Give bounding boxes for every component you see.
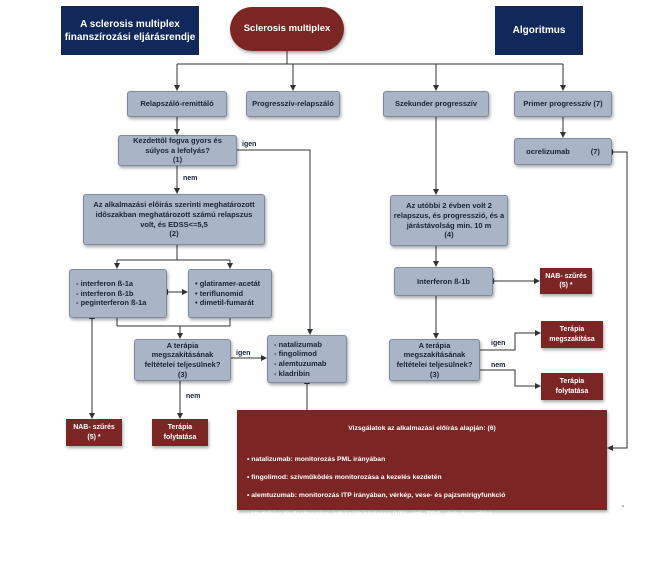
continue-therapy-right-text: Terápia folytatása <box>555 378 589 395</box>
label-nem-right: nem <box>491 362 506 369</box>
label-igen-left: igen <box>236 350 251 357</box>
exam-item: • ocrelizumab: infekciók (TBC, hepatitis… <box>247 529 534 546</box>
question-rapid-course: Kezdettől fogva gyors és súlyos a lefoly… <box>118 135 237 166</box>
exams-box: Vizsgálatok az alkalmazási előírás alapj… <box>237 410 607 576</box>
ocrelizumab-node: ocrelizumab (7) <box>514 138 612 165</box>
ocrelizumab-text: ocrelizumab (7) <box>526 146 600 156</box>
continue-therapy-left-text: Terápia folytatása <box>163 424 197 441</box>
exams-title: Vizsgálatok az alkalmazási előírás alapj… <box>348 425 496 433</box>
root-title: Sclerosis multiplex <box>243 22 331 34</box>
question-relapse-progression-text: Az utóbbi 2 évben volt 2 relapszus, és p… <box>393 201 505 240</box>
second-line-drugs: - natalizumab - fingolimod - alemtuzumab… <box>267 335 347 383</box>
question-stop-therapy-right: A terápia megszakításának feltételei tel… <box>389 339 480 381</box>
stop-therapy-text: Terápia megszakítása <box>549 326 595 343</box>
second-line-drugs-text: - natalizumab - fingolimod - alemtuzumab… <box>274 339 327 378</box>
label-igen-right: igen <box>491 340 506 347</box>
branch-progressive-relapsing: Progresszív-relapszáló <box>246 91 340 117</box>
corner-mark: " <box>622 506 625 512</box>
interferon-group: - interferon ß-1a - interferon ß-1b - pe… <box>69 269 167 318</box>
left-title: A sclerosis multiplex finanszírozási elj… <box>64 18 196 43</box>
branch-primary-progressive: Primer progresszív (7) <box>514 91 612 117</box>
question-stop-therapy-left: A terápia megszakításának feltételei tel… <box>134 339 231 381</box>
nab-screening-left-text: NAB- szűrés (5) * <box>73 424 115 441</box>
exam-item: • alemtuzumab: monitorozás ITP irányában… <box>247 492 506 500</box>
glatiramer-group-text: • glatiramer-acetát • teriflunomid • dim… <box>195 278 261 308</box>
stop-therapy-node: Terápia megszakítása <box>541 321 603 348</box>
branch-pp-label: Primer progresszív (7) <box>523 99 603 109</box>
exam-item: • fingolimod: szívműködés monitorozása a… <box>247 474 442 482</box>
branch-sp-label: Szekunder progresszív <box>394 99 478 109</box>
branch-relapsing-remitting: Relapszáló-remittáló <box>127 91 227 117</box>
question-stop-therapy-right-text: A terápia megszakításának feltételei tel… <box>396 340 473 379</box>
right-title: Algoritmus <box>512 25 566 36</box>
question-relapse-count-text: Az alkalmazási előírás szerinti meghatár… <box>93 200 255 239</box>
interferon-1b-node: Interferon ß-1b <box>394 267 493 296</box>
question-stop-therapy-left-text: A terápia megszakításának feltételei tel… <box>144 340 221 379</box>
left-title-box: A sclerosis multiplex finanszírozási elj… <box>61 6 199 55</box>
label-nem-q1: nem <box>183 175 198 182</box>
branch-rr-label: Relapszáló-remittáló <box>140 99 214 109</box>
question-rapid-course-text: Kezdettől fogva gyors és súlyos a lefoly… <box>133 135 222 165</box>
branch-secondary-progressive: Szekunder progresszív <box>383 91 489 117</box>
exam-item: • kladribin: limfocitaszám, infekciók ki… <box>247 510 493 518</box>
glatiramer-group: • glatiramer-acetát • teriflunomid • dim… <box>188 269 272 318</box>
exams-list: • natalizumab: monitorozás PML irányában… <box>247 446 597 556</box>
question-relapse-progression: Az utóbbi 2 évben volt 2 relapszus, és p… <box>390 195 508 246</box>
label-nem-left: nem <box>186 393 201 400</box>
root-node: Sclerosis multiplex <box>230 7 344 51</box>
interferon-1b-text: Interferon ß-1b <box>417 276 470 286</box>
interferon-group-text: - interferon ß-1a - interferon ß-1b - pe… <box>76 278 147 308</box>
right-title-box: Algoritmus <box>495 6 583 55</box>
question-relapse-count: Az alkalmazási előírás szerinti meghatár… <box>83 194 265 245</box>
exam-item: • natalizumab: monitorozás PML irányában <box>247 455 386 463</box>
branch-pr-label: Progresszív-relapszáló <box>252 99 334 109</box>
exams-footer: Az alkalmazási előírás szerinti további … <box>283 568 561 576</box>
label-igen-q1: igen <box>242 141 257 148</box>
continue-therapy-left: Terápia folytatása <box>152 419 208 446</box>
nab-screening-right: NAB- szűrés (5) * <box>540 268 592 294</box>
nab-screening-right-text: NAB- szűrés (5) * <box>545 272 587 289</box>
nab-screening-left: NAB- szűrés (5) * <box>66 419 122 446</box>
connector-lines <box>89 50 628 451</box>
continue-therapy-right: Terápia folytatása <box>541 373 603 400</box>
